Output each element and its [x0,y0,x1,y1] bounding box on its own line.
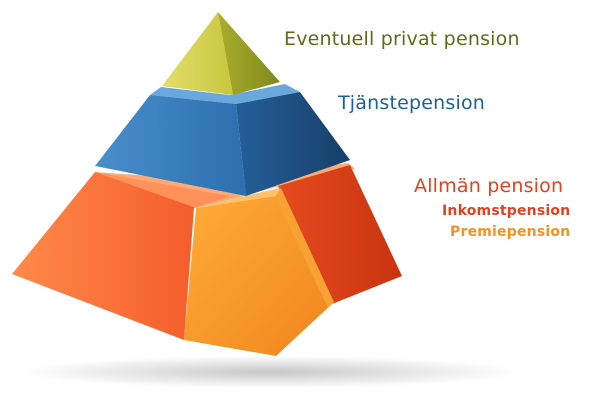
tier-top-right-face [218,12,280,95]
tier-top-shape [162,12,280,95]
tier-bottom-part-1-label: Inkomstpension [442,203,571,219]
tier-bottom-shape [12,163,402,356]
tier-bottom-label: Allmän pension [414,175,564,197]
tier-bottom-wedge-top [196,188,279,208]
tier-middle-right-face [236,92,350,196]
tier-middle-shape [95,84,350,196]
tier-top-left-face [162,12,233,95]
tier-middle-top-face [150,84,300,104]
tier-middle-left-face [95,95,246,196]
floor-shadow [20,356,520,388]
tier-bottom-right-face [278,165,402,304]
tier-top-label: Eventuell privat pension [284,28,520,50]
tier-bottom-wedge-side [275,188,334,308]
tier-bottom-part-2-label: Premiepension [450,224,571,240]
tier-middle-label: Tjänstepension [338,92,486,114]
tier-bottom-left-face [12,172,230,340]
